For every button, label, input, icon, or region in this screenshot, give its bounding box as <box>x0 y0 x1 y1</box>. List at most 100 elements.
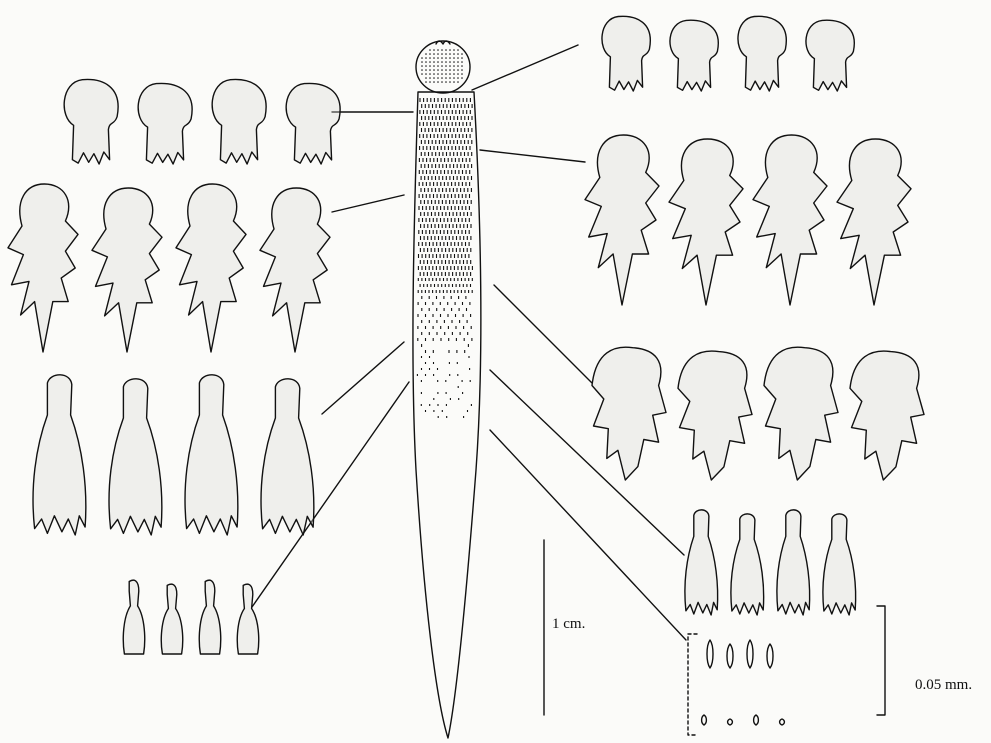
tip-bulb-dot <box>445 69 447 71</box>
hook-group-right-3 <box>592 347 924 480</box>
scale-label-005mm: 0.05 mm. <box>915 677 972 694</box>
hook-spiny <box>92 188 162 352</box>
hook-column <box>261 379 314 535</box>
hook-column <box>109 379 162 535</box>
tip-bulb-dot <box>433 49 435 51</box>
hook-spike <box>702 715 707 725</box>
hook-group-right-4 <box>685 510 856 615</box>
hook-crown <box>286 83 340 164</box>
tip-bulb-dot <box>433 81 435 83</box>
tip-bulb-dot <box>429 53 431 55</box>
tip-bulb-dot <box>449 73 451 75</box>
tip-bulb-dot <box>453 73 455 75</box>
tip-bulb-dot <box>457 57 459 59</box>
tip-bulb-dot <box>429 49 431 51</box>
hook-bottle <box>161 584 182 654</box>
tip-bulb-dot <box>445 57 447 59</box>
scale-label-1cm: 1 cm. <box>552 616 585 633</box>
tip-bulb-dot <box>429 69 431 71</box>
leader-line-3 <box>322 342 404 414</box>
tip-bulb-dot <box>445 65 447 67</box>
tip-bulb-dot <box>429 77 431 79</box>
hook-group-right-2 <box>585 135 911 305</box>
hook-bottle <box>237 584 258 654</box>
hook-column <box>685 510 718 615</box>
tip-bulb-dot <box>437 69 439 71</box>
tip-bulb-dot <box>425 57 427 59</box>
tip-bulb-dot <box>453 49 455 51</box>
tip-bulb-dot <box>457 81 459 83</box>
tip-bulb-dot <box>449 57 451 59</box>
tip-bulb-dot <box>425 69 427 71</box>
hook-crown <box>212 79 266 164</box>
hook-broad <box>678 351 752 480</box>
tip-bulb-dot <box>457 61 459 63</box>
hook-spike <box>728 719 733 725</box>
tip-bulb-dot <box>433 57 435 59</box>
tip-bulb-dot <box>453 81 455 83</box>
tip-bulb-dot <box>429 73 431 75</box>
tip-bulb-dot <box>429 61 431 63</box>
tip-bulb-dot <box>449 77 451 79</box>
hook-groups <box>8 16 924 725</box>
tip-bulb-dot <box>445 49 447 51</box>
hook-spike <box>747 640 753 668</box>
hook-group-left-4 <box>123 580 258 654</box>
tip-bulb-dot <box>425 65 427 67</box>
tip-bulb-dot <box>429 57 431 59</box>
tip-bulb-dot <box>437 65 439 67</box>
hook-spike <box>780 719 785 725</box>
hook-crown <box>138 83 192 164</box>
hook-spiny <box>585 135 659 305</box>
tip-bulb-dot <box>441 65 443 67</box>
hook-broad <box>764 347 838 480</box>
proboscis-body <box>413 92 481 738</box>
tip-bulb-dot <box>433 77 435 79</box>
tip-bulb-dot <box>425 77 427 79</box>
tip-bulb-dot <box>457 73 459 75</box>
hook-spiny <box>753 135 827 305</box>
tip-bulb-dot <box>441 81 443 83</box>
tip-bulb-dot <box>433 69 435 71</box>
tip-bulb-dot <box>425 81 427 83</box>
tip-bulb-dot <box>425 73 427 75</box>
tip-bulb-dot <box>449 53 451 55</box>
tip-bulb-dot <box>449 81 451 83</box>
tip-bulb-dot <box>453 69 455 71</box>
leader-line-9 <box>490 430 686 640</box>
tip-bulb-dot <box>437 73 439 75</box>
tip-bulb-dot <box>445 77 447 79</box>
tip-bulb-dot <box>461 57 463 59</box>
tip-bulb-dot <box>453 53 455 55</box>
leader-line-7 <box>494 285 592 383</box>
tip-bulb-dot <box>441 61 443 63</box>
proboscis-hook-rows <box>417 49 472 418</box>
tip-bulb-dot <box>433 61 435 63</box>
tip-bulb-dot <box>429 65 431 67</box>
hook-group-right-1 <box>602 16 854 91</box>
hook-crown <box>670 20 718 91</box>
hook-bottle <box>123 580 144 654</box>
hook-group-left-1 <box>64 79 340 164</box>
hook-spike <box>754 715 759 725</box>
hook-spiny <box>176 184 246 352</box>
leader-line-6 <box>480 150 585 162</box>
hook-column <box>185 375 238 535</box>
tip-bulb-dot <box>449 49 451 51</box>
tip-bulb-dot <box>421 73 423 75</box>
tip-bulb-dot <box>461 61 463 63</box>
hook-broad <box>850 351 924 480</box>
tip-bulb-dot <box>425 61 427 63</box>
tip-bulb-dot <box>457 49 459 51</box>
tip-bulb-dot <box>437 77 439 79</box>
tip-bulb-dot <box>437 57 439 59</box>
tip-bulb-dot <box>457 53 459 55</box>
proboscis <box>413 41 481 738</box>
tip-bulb-dot <box>449 65 451 67</box>
hook-column <box>33 375 86 535</box>
tip-bulb-dot <box>457 77 459 79</box>
tip-bulb-dot <box>445 81 447 83</box>
hook-bottle <box>199 580 220 654</box>
tip-bulb-dot <box>457 69 459 71</box>
